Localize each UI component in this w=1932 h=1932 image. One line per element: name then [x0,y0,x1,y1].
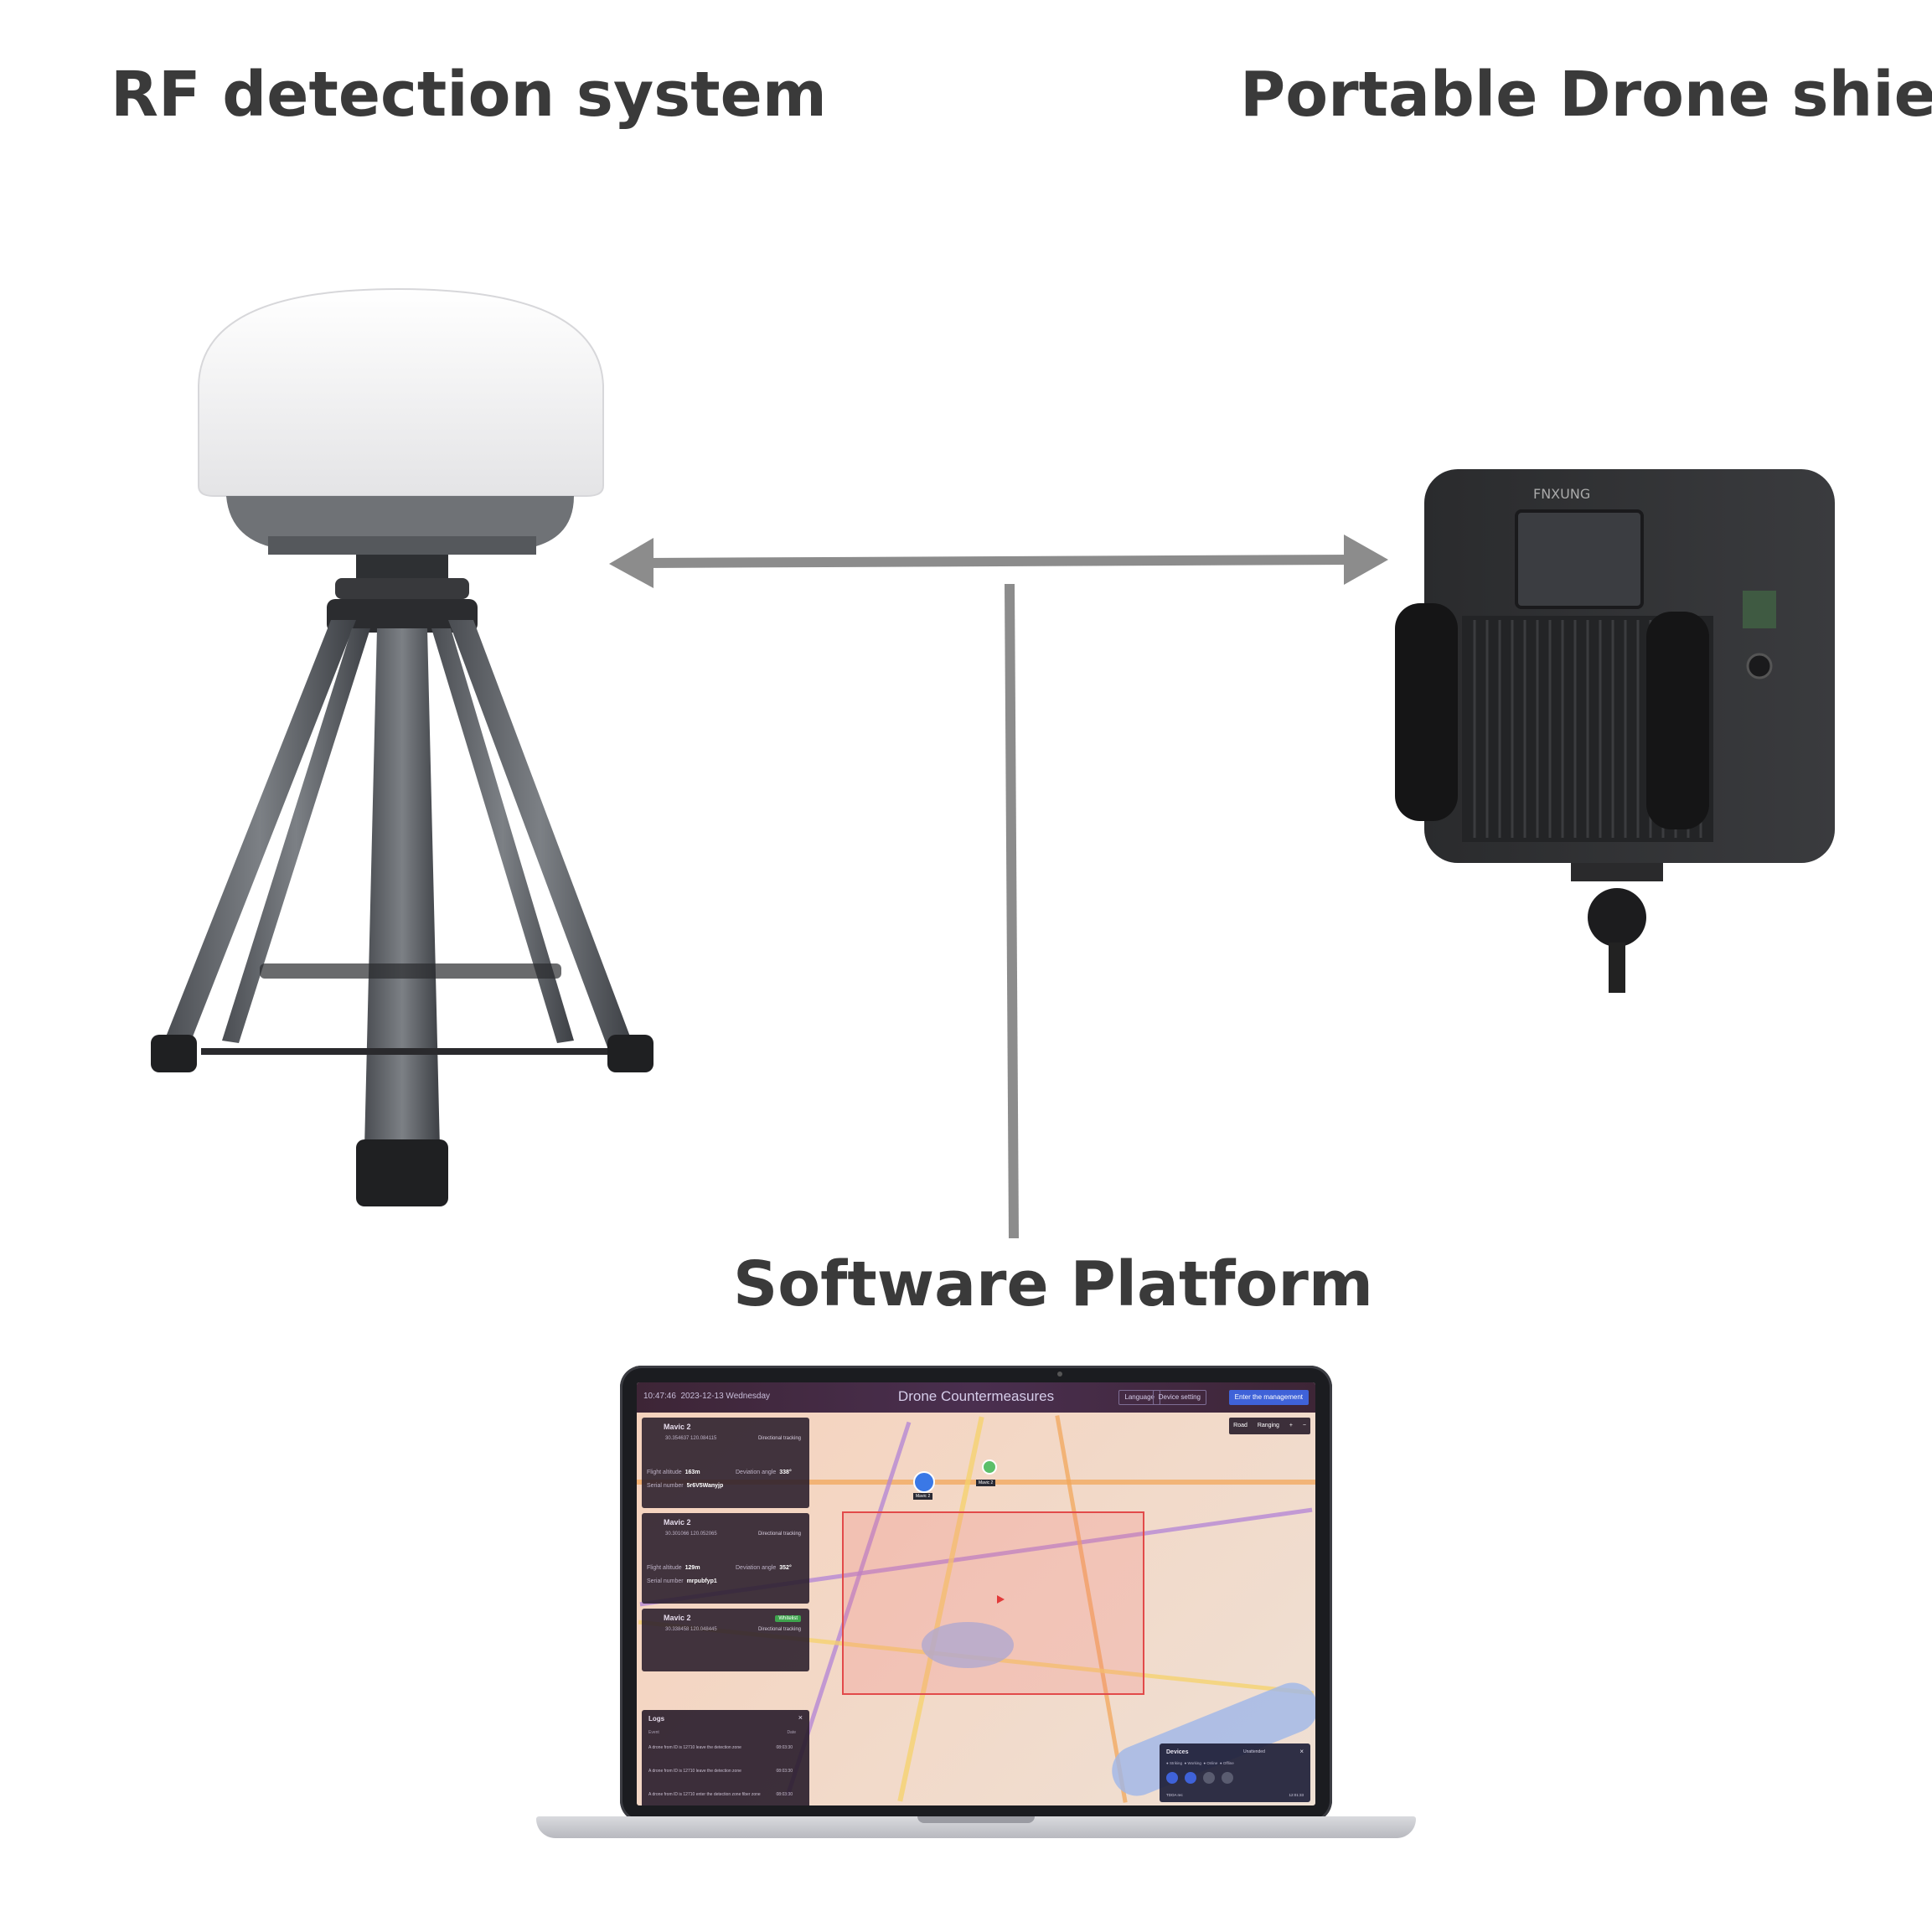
shield-stand-pole [1609,943,1625,993]
drone-card-coords: 30.301066 120.052065 [665,1532,717,1537]
zoom-in-icon[interactable]: + [1289,1423,1293,1428]
devices-panel: Devices Unattended × ● Striking ● Workin… [1160,1743,1310,1802]
map-toolbar: Road Ranging + − [1229,1418,1310,1434]
map-lake [922,1622,1014,1668]
device-icon[interactable] [1166,1772,1178,1784]
log-row: A drone from ID is 12710 leave the detec… [648,1745,793,1750]
drone-card-name: Mavic 2 [664,1518,691,1526]
drone-card-coords: 30.354637 120.084115 [665,1436,717,1441]
devices-title: Devices [1166,1749,1189,1755]
tripod-foot-center [356,1139,448,1206]
drone-card-name: Mavic 2 [664,1423,691,1431]
tripod-leg-left-inner [222,628,370,1043]
shield-mount-plate [1571,863,1663,881]
flag-icon [997,1595,1005,1604]
software-screen: 10:47:46 2023-12-13 Wednesday Drone Coun… [637,1382,1315,1805]
webcam [1057,1372,1062,1377]
arrowhead-left [609,538,653,588]
laptop-lid: 10:47:46 2023-12-13 Wednesday Drone Coun… [620,1366,1332,1822]
tripod-foot-left [151,1035,197,1072]
device-icon[interactable] [1185,1772,1196,1784]
drone-card-status: Directional tracking [757,1532,801,1537]
tripod-leg-right-inner [431,628,574,1043]
drone-marker[interactable] [913,1471,935,1493]
close-icon[interactable]: × [1299,1748,1304,1755]
tripod-leg-right [448,620,633,1047]
tripod-brace [260,963,561,979]
logs-title: Logs [648,1715,665,1723]
app-title: Drone Countermeasures [897,1388,1055,1404]
map-view[interactable]: Mavic 2 Mavic 2 Road Ranging + − Mavic 2… [637,1413,1315,1805]
language-button[interactable]: Language [1118,1390,1160,1405]
portable-drone-shield-label: Portable Drone shield [1240,59,1932,131]
clock: 10:47:46 2023-12-13 Wednesday [643,1392,771,1401]
laptop-notch [917,1816,1035,1823]
drone-card[interactable]: Mavic 2 30.301066 120.052065 Directional… [642,1513,809,1604]
drone-card-name: Mavic 2 [664,1614,691,1622]
logs-header-event: Event [648,1730,659,1735]
whitelist-badge: Whitelist [775,1615,801,1622]
horizontal-connector [644,555,1354,568]
detection-zone [842,1511,1144,1695]
shield-handle-left [1395,603,1458,821]
shield-handle-right [1646,612,1709,829]
drone-marker-label: Mavic 2 [913,1493,933,1500]
unattended-toggle[interactable]: Unattended [1243,1749,1265,1754]
tripod-leg-center [364,628,440,1148]
enter-management-button[interactable]: Enter the management [1228,1390,1309,1405]
device-icon[interactable] [1222,1772,1233,1784]
shield-power-button [1746,653,1773,679]
drone-marker-label: Mavic 2 [976,1480,996,1486]
device-status-legend: ● Striking ● Working ● Online ● Offline [1166,1761,1234,1765]
log-row: A drone from ID is 12710 enter the detec… [648,1792,793,1797]
drone-card[interactable]: Mavic 2 30.354637 120.084115 Directional… [642,1418,809,1508]
ranging-tool[interactable]: Ranging [1257,1423,1279,1428]
software-platform-label: Software Platform [733,1248,1373,1320]
rf-detection-label: RF detection system [111,59,827,131]
tripod-plate [335,578,469,599]
drone-card-coords: 30.338458 120.048445 [665,1627,717,1632]
radome-dome [198,287,604,497]
drone-card-status: Directional tracking [757,1627,801,1632]
log-row: A drone from ID is 12710 leave the detec… [648,1769,793,1774]
laptop: 10:47:46 2023-12-13 Wednesday Drone Coun… [536,1366,1416,1868]
shield-display [1515,509,1644,609]
radome-band [268,536,536,555]
drone-card-status: Directional tracking [757,1436,801,1441]
vertical-connector [1005,583,1019,1239]
shield-brand-text: FNXUNG [1533,486,1590,502]
device-setting-button[interactable]: Device setting [1152,1390,1206,1405]
drone-marker[interactable] [982,1459,997,1475]
app-topbar: 10:47:46 2023-12-13 Wednesday Drone Coun… [637,1382,1315,1413]
tripod-foot-right [607,1035,653,1072]
device-icon[interactable] [1203,1772,1215,1784]
road-tool[interactable]: Road [1233,1423,1248,1428]
shield-lcd [1743,591,1776,628]
tripod-hub [327,599,478,633]
logs-header-date: Date [787,1730,796,1735]
drone-card[interactable]: Mavic 2 Whitelist 30.338458 120.048445 D… [642,1609,809,1671]
zoom-out-icon[interactable]: − [1302,1423,1306,1428]
shield-ball-head [1588,888,1646,947]
rf-detector-illustration [151,287,653,1206]
close-icon[interactable]: × [798,1713,803,1722]
logs-panel: Logs × Event Date A drone from ID is 127… [642,1710,809,1805]
arrowhead-right [1344,535,1388,585]
drone-shield-illustration: FNXUNG [1395,469,1835,993]
tripod-leg-left [163,620,356,1047]
